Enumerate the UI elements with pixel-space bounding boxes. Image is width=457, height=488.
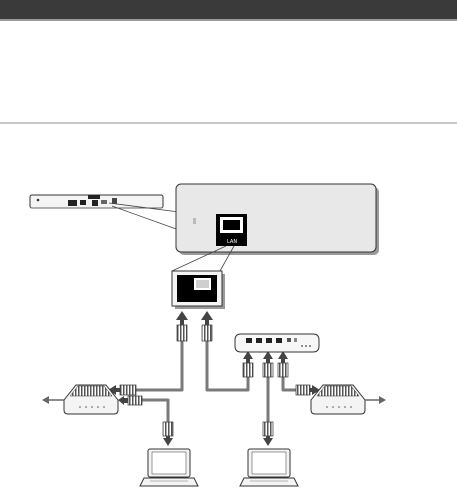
laptop-computer-right [239,448,299,487]
rj45-plug [277,351,289,378]
top-header-bar [0,0,457,19]
enlarged-rear-panel [175,183,379,255]
wan-arrow-icon [365,396,386,404]
router-device [234,333,320,353]
broadband-modem-left [63,384,119,415]
rj45-plug [242,351,254,378]
lan-port-detail [171,270,225,309]
zoom-lines [108,202,180,231]
player-rear-panel [29,194,164,209]
laptop-computer-left [139,448,199,487]
rj45-plug [162,421,174,446]
rj45-plug [262,421,274,446]
network-cables [126,340,304,430]
port-detail-lines [171,245,235,272]
rj45-plug-horizontal [118,395,143,406]
broadband-modem-right [310,384,366,415]
rj45-plug-horizontal [108,384,137,396]
rj45-plug-horizontal [295,384,320,396]
section-divider [0,122,457,124]
lan-label: LAN [227,239,237,245]
wan-arrow-icon [42,396,64,404]
header-underline [0,19,457,21]
rj45-plug [201,311,213,342]
rj45-plug [176,311,188,342]
rj45-plug [262,351,274,378]
